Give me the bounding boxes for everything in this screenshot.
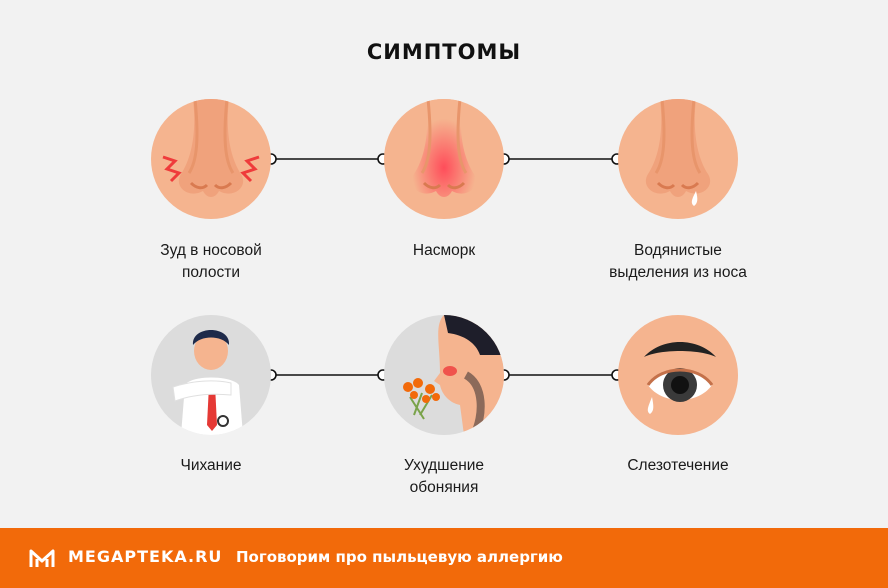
megapteka-logo-icon: [29, 549, 55, 567]
sneezing-man-icon: [151, 315, 271, 435]
symptom-label-line: Ухудшение: [403, 457, 485, 474]
symptom-label-itch: Зуд в носовой полости: [101, 240, 321, 284]
symptom-label-line: Чихание: [180, 457, 242, 474]
symptom-label-tearing: Слезотечение: [568, 455, 788, 477]
footer-bar: MEGAPTEKA.RU Поговорим про пыльцевую алл…: [0, 528, 888, 588]
brand-name[interactable]: MEGAPTEKA.RU: [68, 547, 223, 566]
symptom-label-sneezing: Чихание: [101, 455, 321, 477]
symptom-label-line: полости: [181, 264, 241, 281]
symptom-label-line: Слезотечение: [627, 457, 729, 474]
page-title: СИМПТОМЫ: [366, 40, 522, 64]
symptom-label-discharge: Водянистые выделения из носа: [568, 240, 788, 284]
nose-itch-icon: [151, 99, 271, 219]
symptom-label-line: Водянистые: [634, 242, 722, 259]
symptom-label-runny-nose: Насморк: [334, 240, 554, 262]
symptom-label-line: Зуд в носовой: [160, 242, 262, 259]
symptom-label-smell: Ухудшение обоняния: [334, 455, 554, 499]
symptom-label-line: Насморк: [412, 242, 476, 259]
footer-tagline: Поговорим про пыльцевую аллергию: [236, 548, 563, 566]
smelling-flowers-icon: [384, 315, 504, 435]
runny-nose-icon: [384, 99, 504, 219]
symptom-label-line: обоняния: [409, 479, 479, 496]
teary-eye-icon: [618, 315, 738, 435]
symptom-label-line: выделения из носа: [609, 264, 747, 281]
nose-drip-icon: [618, 99, 738, 219]
